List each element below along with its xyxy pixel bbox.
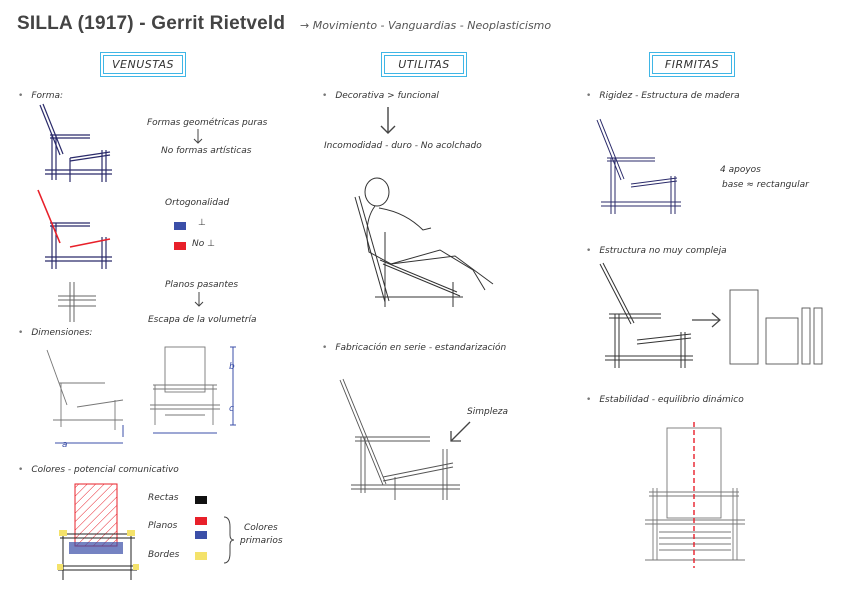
planos-pasantes-sketch (58, 282, 96, 322)
down-arrow-icon (380, 107, 396, 134)
right-arrow-icon (692, 312, 721, 328)
bullet-rigidez: Rigidez - Estructura de madera (586, 91, 739, 101)
note-planos-pasantes: Planos pasantes (165, 280, 239, 290)
swatch-yellow (195, 552, 207, 560)
bullet-estabilidad: Estabilidad - equilibrio dinámico (586, 395, 743, 405)
bullet-colores: Colores - potencial comunicativo (18, 465, 178, 475)
chair-sketch-ortogonalidad (37, 189, 112, 269)
dimensions-front-sketch (150, 346, 236, 434)
label-planos: Planos (148, 521, 178, 531)
bullet-decorativa: Decorativa > funcional (322, 91, 439, 101)
swatch-red (195, 517, 207, 525)
note-simpleza: Simpleza (467, 407, 508, 417)
chair-estructura-sketch (599, 262, 693, 368)
chair-front-balance-sketch (645, 422, 745, 568)
note-ortogonalidad: Ortogonalidad (165, 198, 230, 208)
dim-label-c: c (229, 404, 234, 414)
dim-label-a: a (62, 440, 68, 450)
bullet-fabricacion: Fabricación en serie - estandarización (322, 343, 506, 353)
chair-sketch-forma (39, 103, 112, 182)
note-no-formas: No formas artísticas (161, 146, 252, 156)
bullet-forma: Forma: (18, 91, 63, 101)
dimensions-side-sketch (46, 349, 124, 444)
chair-exploded-sketch (339, 378, 460, 500)
perp-symbol: ⊥ (198, 218, 206, 228)
swatch-blue (195, 531, 207, 539)
note-4-apoyos: 4 apoyos (720, 165, 761, 175)
bullet-estructura: Estructura no muy compleja (586, 246, 726, 256)
column-header-utilitas: UTILITAS (381, 52, 467, 77)
down-arrow-icon (194, 292, 204, 307)
decomposed-planes-sketch (729, 289, 823, 365)
note-base-rectangular: base ≈ rectangular (722, 180, 809, 190)
column-header-venustas: VENUSTAS (100, 52, 186, 77)
column-header-firmitas: FIRMITAS (649, 52, 735, 77)
chair-colored-front-sketch (57, 483, 139, 580)
label-bordes: Bordes (148, 550, 180, 560)
swatch-black (195, 496, 207, 504)
no-perp-label: No ⊥ (192, 239, 215, 249)
pointer-arrow-icon (450, 421, 471, 442)
chair-rigidez-sketch (596, 118, 681, 214)
swatch-blue-perp (174, 222, 186, 230)
dim-label-b: b (229, 362, 235, 372)
page-title: SILLA (1917) - Gerrit Rietveld (17, 13, 286, 34)
note-escapa: Escapa de la volumetría (148, 315, 257, 325)
bullet-dimensiones: Dimensiones: (18, 328, 92, 338)
seated-person-sketch (354, 177, 494, 307)
page-subtitle: → Movimiento - Vanguardias - Neoplastici… (300, 19, 552, 32)
label-colores-primarios-2: primarios (240, 536, 283, 546)
label-rectas: Rectas (148, 493, 179, 503)
swatch-red-noperp (174, 242, 186, 250)
note-incomodidad: Incomodidad - duro - No acolchado (324, 141, 482, 151)
note-formas-puras: Formas geométricas puras (147, 118, 268, 128)
down-arrow-icon (193, 129, 203, 144)
brace-icon (223, 516, 235, 564)
label-colores-primarios-1: Colores (244, 523, 278, 533)
